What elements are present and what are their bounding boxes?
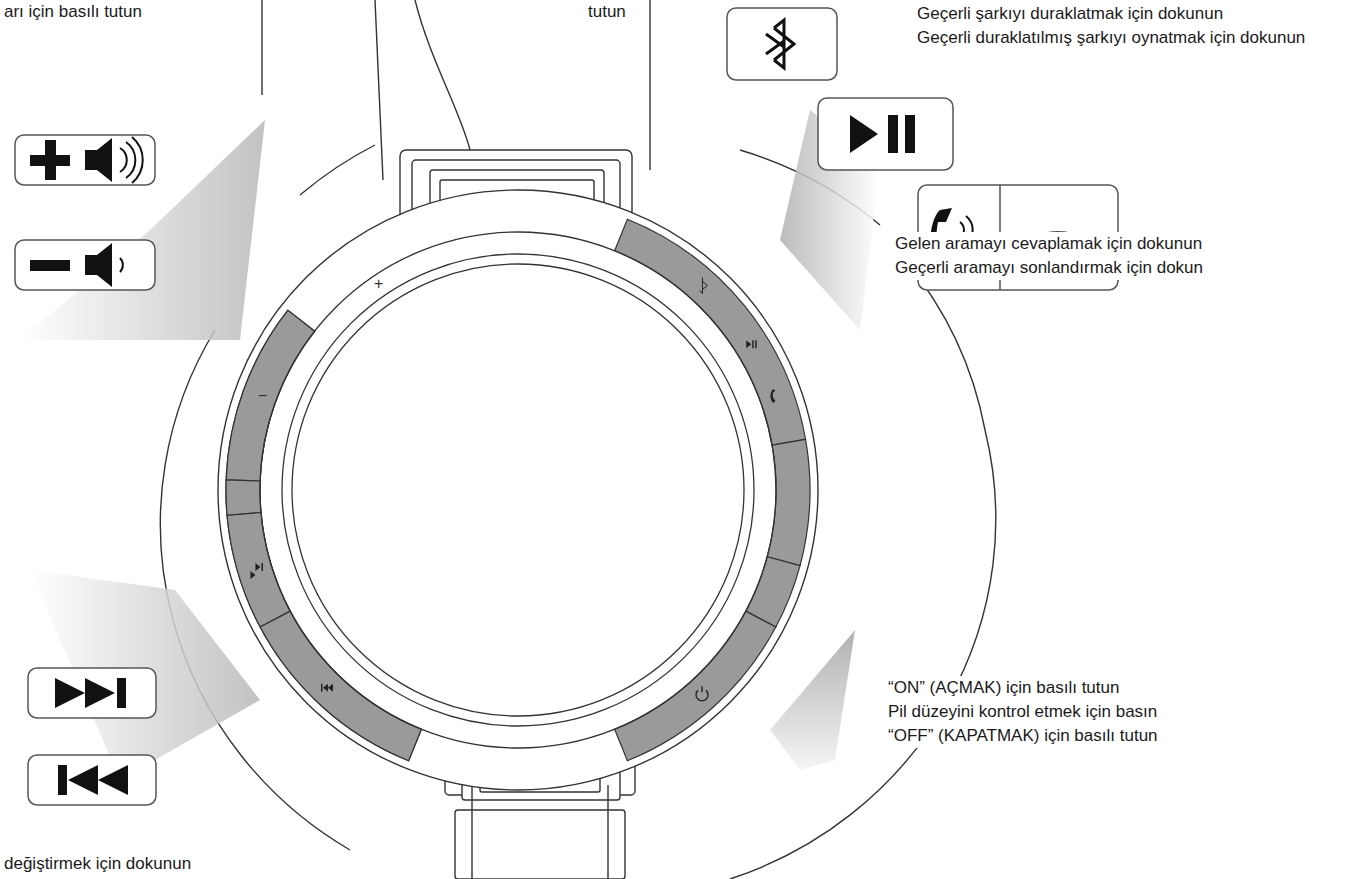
instruction-label: “OFF” (KAPATMAK) için basılı tutun — [886, 724, 1160, 748]
instruction-label: arı için basılı tutun — [2, 0, 144, 24]
ring-circle — [260, 232, 776, 748]
instruction-label: tutun — [586, 0, 628, 24]
ear-cup — [160, 145, 995, 879]
ring-circle — [292, 264, 744, 716]
instruction-label: Gelen aramayı cevaplamak için dokunun — [893, 232, 1204, 256]
instruction-label: Geçerli duraklatılmış şarkıyı oynatmak i… — [915, 26, 1307, 50]
control-segment — [226, 480, 261, 516]
ring-mark: − — [256, 388, 269, 404]
pointer-fans — [20, 110, 880, 780]
instruction-label: Geçerli şarkıyı duraklatmak için dokunun — [915, 2, 1225, 26]
instruction-label: Pil düzeyini kontrol etmek için basın — [886, 700, 1159, 724]
instruction-label: Geçerli aramayı sonlandırmak için dokun — [893, 256, 1205, 280]
control-ring — [218, 190, 818, 790]
control-segment — [227, 512, 290, 627]
ring-circle — [282, 254, 754, 726]
ring-glyphs — [250, 278, 775, 701]
ring-mark: + — [372, 276, 385, 292]
ring-rim — [218, 190, 818, 790]
instruction-label: “ON” (AÇMAK) için basılı tutun — [886, 676, 1121, 700]
instruction-label: değiştirmek için dokunun — [2, 852, 193, 876]
